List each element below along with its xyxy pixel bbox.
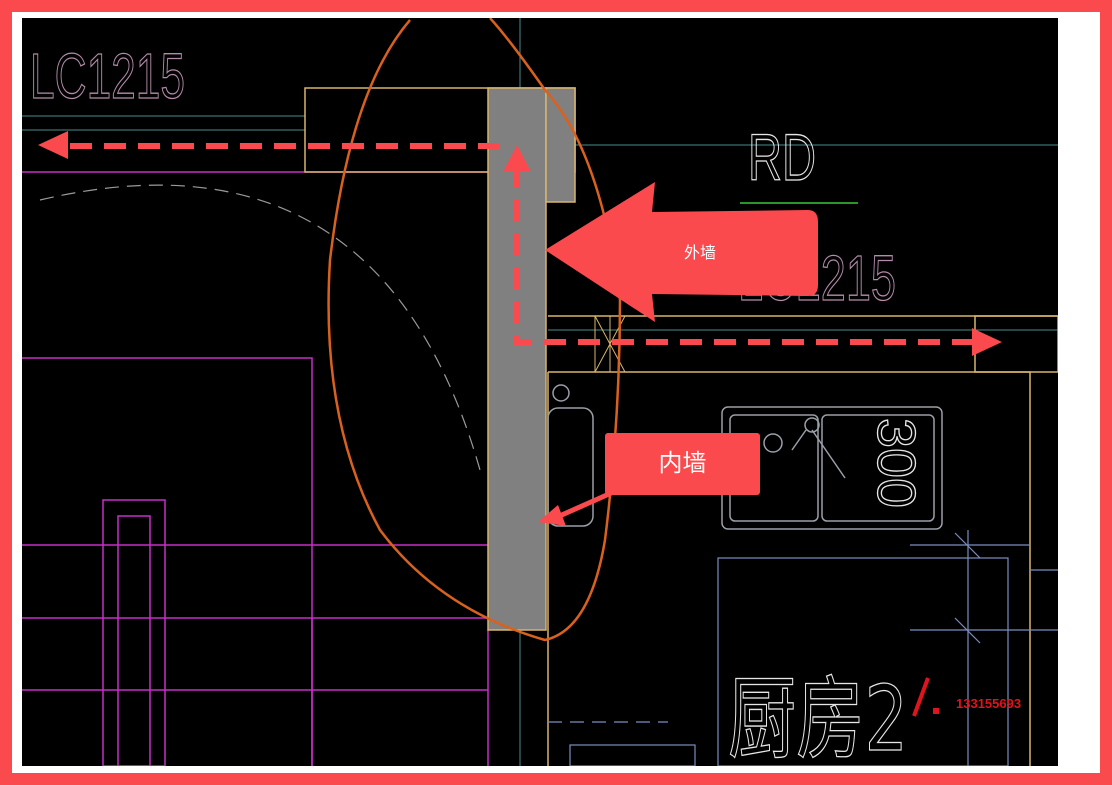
dimension-lines	[548, 530, 1058, 766]
label-lc1215-top: LC1215	[30, 40, 185, 112]
cad-drawing: LC1215 RD LC1215 300 厨房2 外墙	[22, 18, 1058, 766]
orange-highlight-outline	[327, 18, 622, 642]
outer-wall-arrow	[545, 182, 818, 322]
outer-wall-label: 外墙	[684, 243, 716, 262]
watermark-dot	[933, 708, 939, 714]
yellow-outlines	[304, 87, 1058, 766]
watermark-text: 133155693	[956, 696, 1022, 711]
label-kitchen: 厨房2	[728, 667, 908, 766]
column-fixture	[547, 384, 594, 527]
arrowheads	[38, 131, 1002, 356]
watermark-logo-icon	[912, 677, 930, 717]
magenta-lines	[22, 171, 489, 766]
inner-wall-pointer-head	[538, 505, 566, 526]
label-rd: RD	[748, 120, 816, 194]
label-300: 300	[866, 418, 926, 508]
door-swing-arc	[39, 184, 481, 471]
cad-drawing-canvas: LC1215 RD LC1215 300 厨房2 外墙	[22, 18, 1058, 766]
red-dashed-arrows	[70, 143, 972, 345]
wall-jamb	[545, 87, 576, 203]
inner-wall-callout: 内墙	[605, 433, 760, 495]
